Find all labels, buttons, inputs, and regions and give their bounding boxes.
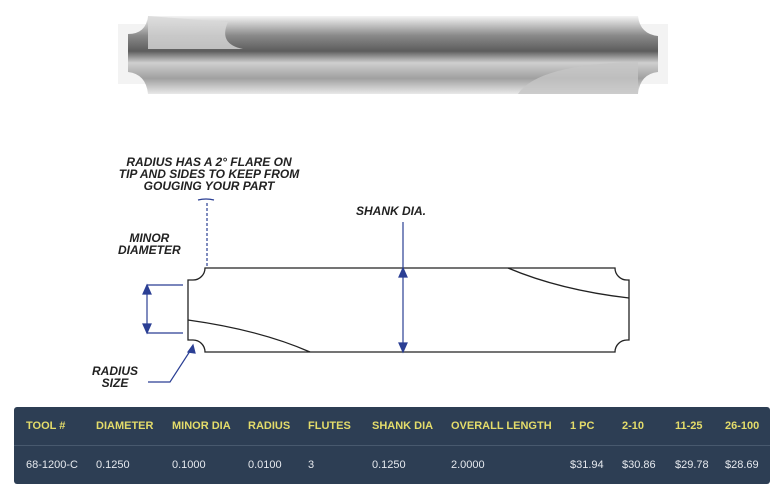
shank-dia-label: SHANK DIA. bbox=[356, 204, 427, 218]
cell-radius: 0.0100 bbox=[248, 459, 282, 471]
table-header-row: TOOL # DIAMETER MINOR DIA RADIUS FLUTES … bbox=[14, 407, 770, 446]
cell-1pc: $31.94 bbox=[570, 459, 604, 471]
radius-label-line: SIZE bbox=[101, 376, 129, 390]
flare-note: RADIUS HAS A 2° FLARE ON TIP AND SIDES T… bbox=[106, 156, 312, 192]
col-1pc: 1 PC bbox=[570, 420, 595, 432]
cell-26-100: $28.69 bbox=[725, 459, 759, 471]
col-11-25: 11-25 bbox=[675, 420, 703, 432]
col-diameter: DIAMETER bbox=[96, 420, 154, 432]
flare-note-line: TIP AND SIDES TO KEEP FROM bbox=[118, 167, 300, 181]
col-overall-length: OVERALL LENGTH bbox=[451, 420, 552, 432]
col-shank-dia: SHANK DIA bbox=[372, 420, 434, 432]
radius-leader bbox=[148, 347, 193, 383]
flare-note-line: GOUGING YOUR PART bbox=[143, 179, 275, 193]
flute-line-left bbox=[187, 319, 311, 353]
radius-size-label: RADIUS SIZE bbox=[92, 365, 138, 389]
pricing-table: TOOL # DIAMETER MINOR DIA RADIUS FLUTES … bbox=[14, 407, 770, 484]
col-radius: RADIUS bbox=[248, 420, 291, 432]
cell-diameter: 0.1250 bbox=[96, 459, 130, 471]
cell-11-25: $29.78 bbox=[675, 459, 709, 471]
cell-2-10: $30.86 bbox=[622, 459, 656, 471]
col-tool: TOOL # bbox=[26, 420, 66, 432]
minor-diameter-label: MINOR DIAMETER bbox=[118, 232, 181, 256]
cell-tool: 68-1200-C bbox=[26, 459, 78, 471]
minor-label-line: DIAMETER bbox=[118, 243, 181, 257]
col-26-100: 26-100 bbox=[725, 420, 760, 432]
cell-flutes: 3 bbox=[308, 459, 315, 471]
tool-dimension-drawing bbox=[142, 198, 630, 383]
col-minor-dia: MINOR DIA bbox=[172, 420, 231, 432]
tool-outline bbox=[187, 267, 630, 353]
tool-photo bbox=[118, 16, 668, 94]
cell-minor-dia: 0.1000 bbox=[172, 459, 206, 471]
flare-note-line: RADIUS HAS A 2° FLARE ON bbox=[126, 155, 292, 169]
minor-label-line: MINOR bbox=[129, 231, 170, 245]
flute-line-right bbox=[507, 267, 630, 299]
cell-overall-length: 2.0000 bbox=[451, 459, 485, 471]
radius-label-line: RADIUS bbox=[92, 364, 139, 378]
table-row: 68-1200-C 0.1250 0.1000 0.0100 3 0.1250 … bbox=[14, 446, 770, 484]
cell-shank-dia: 0.1250 bbox=[372, 459, 406, 471]
col-2-10: 2-10 bbox=[622, 420, 645, 432]
col-flutes: FLUTES bbox=[308, 420, 351, 432]
